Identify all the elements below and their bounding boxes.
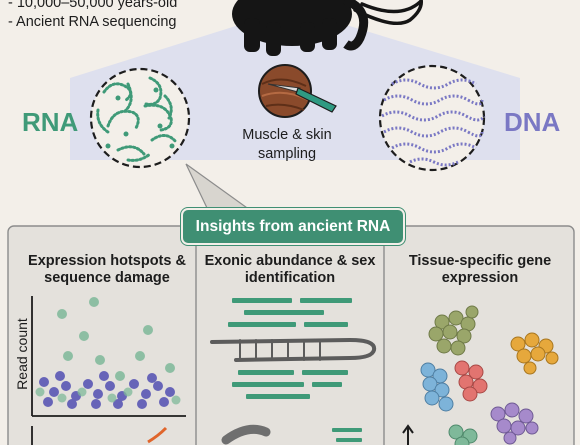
cluster-purple bbox=[490, 402, 539, 445]
cluster-green bbox=[448, 424, 478, 445]
callout-pointer bbox=[185, 163, 252, 211]
exon-reads-bottom bbox=[232, 370, 348, 399]
panel-title-tissue: Tissue-specific gene expression bbox=[408, 253, 552, 286]
sampling-label: Muscle & skin sampling bbox=[242, 127, 332, 162]
bullet-age: - 10,000–50,000 years-old bbox=[8, 0, 178, 11]
y-axis-label: Read count bbox=[14, 318, 30, 390]
rna-circle bbox=[89, 67, 191, 169]
transcript-hairpin-icon bbox=[210, 337, 377, 362]
header-bullets: - 10,000–50,000 years-old - Ancient RNA … bbox=[8, 0, 177, 32]
scatter-plot-axes bbox=[31, 296, 186, 445]
dna-circle bbox=[378, 64, 486, 172]
tusk-icon bbox=[353, 0, 423, 26]
cluster-orange bbox=[510, 332, 559, 375]
bullet-method: - Ancient RNA sequencing bbox=[8, 14, 177, 30]
damage-curve bbox=[147, 426, 168, 444]
exon-reads-top bbox=[228, 298, 352, 327]
panel-title-exonic: Exonic abundance & sex identification bbox=[204, 253, 376, 286]
dna-label: DNA bbox=[504, 107, 561, 137]
panel-title-hotspots: Expression hotspots & sequence damage bbox=[28, 253, 186, 286]
cluster-blue bbox=[420, 362, 454, 412]
scalpel-icon bbox=[267, 83, 337, 113]
arrow-up-icon bbox=[402, 424, 414, 445]
chromosome-icon bbox=[221, 424, 271, 445]
scatter-points-dense bbox=[35, 371, 181, 409]
insights-banner: Insights from ancient RNA bbox=[180, 207, 406, 246]
cluster-red bbox=[454, 360, 488, 402]
mammoth-icon bbox=[232, 0, 369, 56]
rna-label: RNA bbox=[22, 107, 79, 137]
sex-id-reads bbox=[332, 428, 362, 442]
cluster-olive bbox=[428, 305, 479, 356]
scatter-points-sparse bbox=[57, 297, 175, 381]
